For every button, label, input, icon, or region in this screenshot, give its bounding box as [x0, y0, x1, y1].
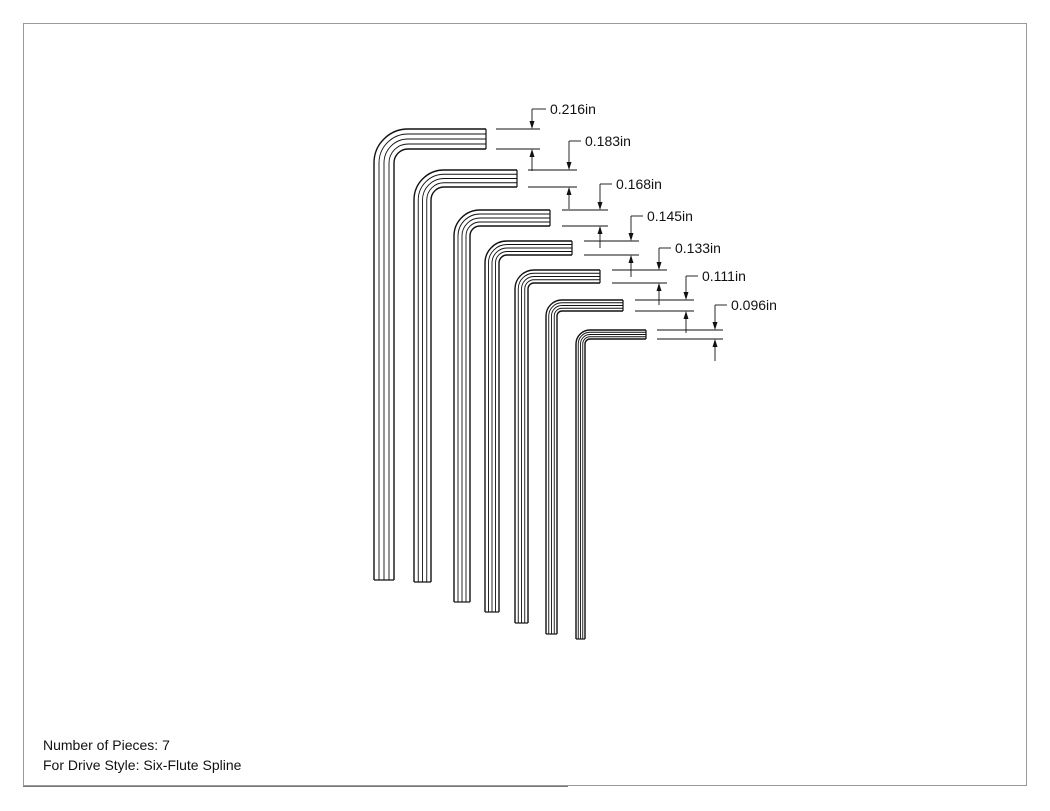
drive-style-note: For Drive Style: Six-Flute Spline: [43, 755, 241, 775]
hex-key-edge-line: [373, 128, 486, 580]
size-label: 0.183in: [585, 133, 631, 149]
hex-key-edge-line: [577, 331, 646, 639]
arrowhead-up: [656, 283, 662, 291]
hex-key-edge-line: [575, 329, 646, 639]
hex-key-3: [453, 209, 551, 603]
arrowhead-down: [712, 322, 718, 330]
hex-key-edge-line: [498, 254, 572, 612]
arrowhead-up: [683, 311, 689, 319]
hex-key-edge-line: [378, 133, 486, 580]
hex-key-1: [373, 128, 487, 581]
hex-key-4: [484, 240, 573, 613]
hex-key-edge-line: [514, 269, 600, 623]
bottom-rule: [23, 786, 568, 787]
hex-key-5: [514, 269, 601, 624]
hex-key-edge-line: [417, 173, 517, 582]
hex-key-6: [545, 299, 624, 635]
hex-key-edge-line: [484, 240, 572, 612]
hex-key-edge-line: [517, 272, 600, 623]
hex-key-edge-line: [551, 305, 623, 634]
size-dimension-2: 0.183in: [528, 133, 631, 209]
drive-style-value: Six-Flute Spline: [143, 757, 242, 773]
size-label: 0.111in: [702, 268, 746, 284]
hex-key-edge-line: [383, 138, 486, 580]
pieces-value: 7: [162, 737, 170, 753]
hex-key-edge-line: [527, 282, 600, 623]
size-label: 0.133in: [675, 240, 721, 256]
hex-key-7: [575, 329, 647, 640]
size-label: 0.145in: [647, 208, 693, 224]
drawing-frame: [23, 23, 1027, 786]
hex-key-edge-line: [580, 334, 646, 639]
size-dimension-3: 0.168in: [562, 176, 662, 248]
hex-key-2: [413, 169, 518, 583]
size-dimension-6: 0.111in: [635, 268, 746, 333]
drive-style-label: For Drive Style:: [43, 757, 140, 773]
size-label: 0.096in: [731, 297, 777, 313]
arrowhead-down: [597, 202, 603, 210]
hex-key-edge-line: [556, 310, 623, 634]
hex-key-edge-line: [393, 148, 486, 580]
hex-key-edge-line: [453, 209, 550, 602]
hex-key-edge-line: [465, 221, 550, 602]
size-dimension-5: 0.133in: [612, 240, 721, 305]
hex-key-edge-line: [548, 302, 623, 634]
arrowhead-up: [566, 187, 572, 195]
size-label: 0.216in: [550, 101, 596, 117]
size-dimension-7: 0.096in: [657, 297, 777, 361]
notes-block: Number of Pieces: 7 For Drive Style: Six…: [43, 735, 241, 775]
size-dimension-4: 0.145in: [584, 208, 693, 277]
arrowhead-down: [529, 121, 535, 129]
hex-key-edge-line: [426, 182, 517, 582]
hex-key-edge-line: [495, 251, 572, 612]
hex-key-edge-line: [488, 244, 572, 612]
hex-key-edge-line: [457, 213, 550, 602]
arrowhead-down: [628, 233, 634, 241]
dimensions-layer: 0.216in 0.183in 0.168in 0.145in 0.133in 0.111…: [496, 101, 777, 361]
hex-key-edge-line: [491, 247, 572, 612]
hex-key-edge-line: [413, 169, 517, 582]
hex-key-edge-line: [388, 143, 486, 580]
hex-key-edge-line: [461, 217, 550, 602]
pieces-label: Number of Pieces:: [43, 737, 159, 753]
arrowhead-down: [683, 292, 689, 300]
hex-key-edge-line: [582, 336, 646, 639]
keys-layer: [373, 128, 647, 640]
hex-key-edge-line: [553, 307, 623, 634]
pieces-note: Number of Pieces: 7: [43, 735, 241, 755]
hex-key-edge-line: [521, 276, 600, 623]
size-label: 0.168in: [616, 176, 662, 192]
hex-key-edge-line: [469, 225, 550, 602]
hex-key-edge-line: [422, 178, 517, 582]
arrowhead-up: [529, 149, 535, 157]
arrowhead-up: [628, 255, 634, 263]
size-dimension-1: 0.216in: [496, 101, 596, 171]
hex-key-edge-line: [584, 338, 646, 639]
arrowhead-down: [566, 162, 572, 170]
arrowhead-up: [597, 226, 603, 234]
hex-key-edge-line: [545, 299, 623, 634]
hex-key-edge-line: [524, 279, 600, 623]
hex-key-edge-line: [430, 186, 517, 582]
arrowhead-down: [656, 262, 662, 270]
arrowhead-up: [712, 339, 718, 347]
